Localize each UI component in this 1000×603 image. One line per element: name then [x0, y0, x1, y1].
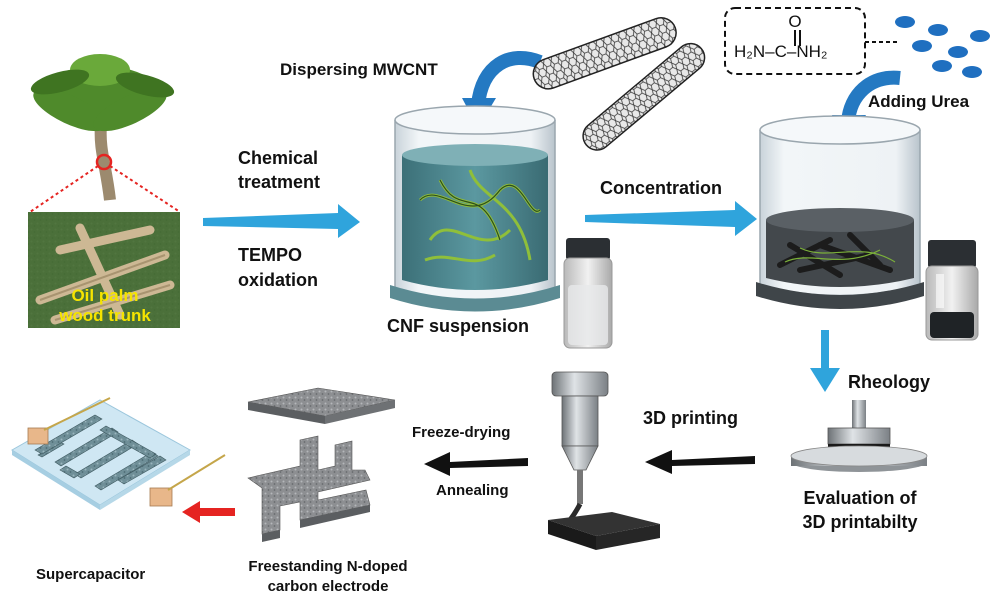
supercapacitor-icon	[11, 397, 226, 510]
printer-nozzle-icon	[548, 371, 660, 550]
wood-trunk-photo	[28, 212, 180, 328]
label-oil-palm: Oil palm	[71, 286, 139, 305]
beaker-cnf	[390, 105, 560, 312]
label-oxidation: oxidation	[238, 270, 318, 290]
label-3d-printing: 3D printing	[643, 408, 738, 428]
urea-formula: H₂N–C–NH₂	[734, 42, 828, 61]
arrow-concentration	[585, 201, 757, 236]
electrode-comb-icon	[247, 435, 371, 542]
arrow-3d-printing	[645, 450, 755, 474]
label-concentration: Concentration	[600, 178, 723, 198]
palm-tree-icon	[29, 54, 181, 213]
label-freestanding: Freestanding N-doped	[248, 558, 408, 575]
urea-structure	[724, 7, 900, 75]
label-rheology: Rheology	[848, 372, 931, 392]
arrow-freeze-drying	[424, 452, 528, 476]
label-cnf-suspension: CNF suspension	[387, 316, 530, 336]
label-printability: 3D printabilty	[802, 512, 918, 532]
label-adding-urea: Adding Urea	[868, 92, 970, 111]
vial-clear	[563, 238, 613, 349]
urea-oxygen: O	[788, 12, 802, 31]
beaker-concentrated	[756, 115, 924, 309]
arrow-red	[182, 501, 235, 523]
label-chemical: Chemical	[238, 148, 319, 168]
label-freeze-drying: Freeze-drying	[412, 424, 511, 441]
electrode-plate-icon	[247, 387, 396, 424]
label-treatment: treatment	[238, 172, 321, 192]
label-wood-trunk: wood trunk	[59, 306, 151, 325]
carbon-nanotube-icon	[532, 17, 706, 151]
arrow-to-cnf	[203, 204, 360, 238]
label-tempo: TEMPO	[238, 245, 303, 265]
label-dispersing-mwcnt: Dispersing MWCNT	[280, 60, 438, 79]
arrow-down-rheology	[810, 330, 840, 392]
label-carbon-electrode: carbon electrode	[267, 578, 389, 595]
rheometer-icon	[790, 400, 928, 472]
label-supercapacitor: Supercapacitor	[36, 566, 146, 583]
label-annealing: Annealing	[436, 482, 509, 499]
label-evaluation: Evaluation of	[803, 488, 917, 508]
urea-pellets-icon	[895, 16, 990, 78]
vial-dark	[925, 240, 979, 341]
